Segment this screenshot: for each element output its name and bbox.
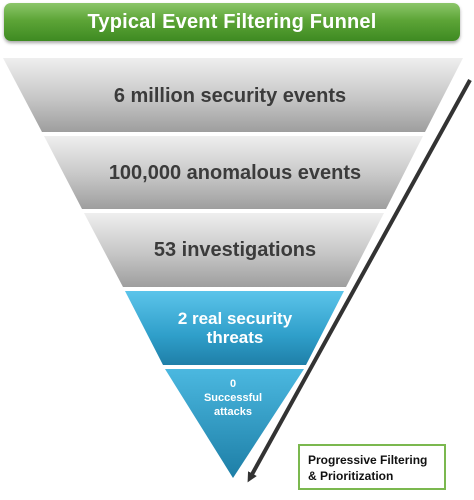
title-banner: Typical Event Filtering Funnel (4, 3, 460, 41)
funnel-segment-4 (125, 291, 344, 365)
funnel-segment-2 (44, 136, 423, 209)
funnel-title: Typical Event Filtering Funnel (87, 10, 377, 33)
segment-5-line1: 0 (229, 378, 237, 390)
funnel-segment-3 (84, 213, 384, 287)
funnel-segment-5 (165, 369, 304, 478)
segment-1-label: 6 million security events (113, 84, 347, 107)
segment-3-label: 53 investigations (153, 238, 317, 261)
segment-5-line3: attacks (214, 406, 252, 418)
segment-5-line2: Successful (203, 392, 263, 404)
segment-2-label: 100,000 anomalous events (108, 161, 362, 184)
funnel-segment-1 (3, 58, 463, 132)
segment-5-label: 0 Successful attacks (190, 372, 276, 424)
legend-line2: & Prioritization (308, 469, 394, 483)
legend-box: Progressive Filtering & Prioritization (298, 444, 446, 490)
legend-line1: Progressive Filtering (308, 453, 428, 467)
segment-4-label: 2 real security threats (177, 309, 293, 347)
progress-arrow (247, 79, 472, 483)
